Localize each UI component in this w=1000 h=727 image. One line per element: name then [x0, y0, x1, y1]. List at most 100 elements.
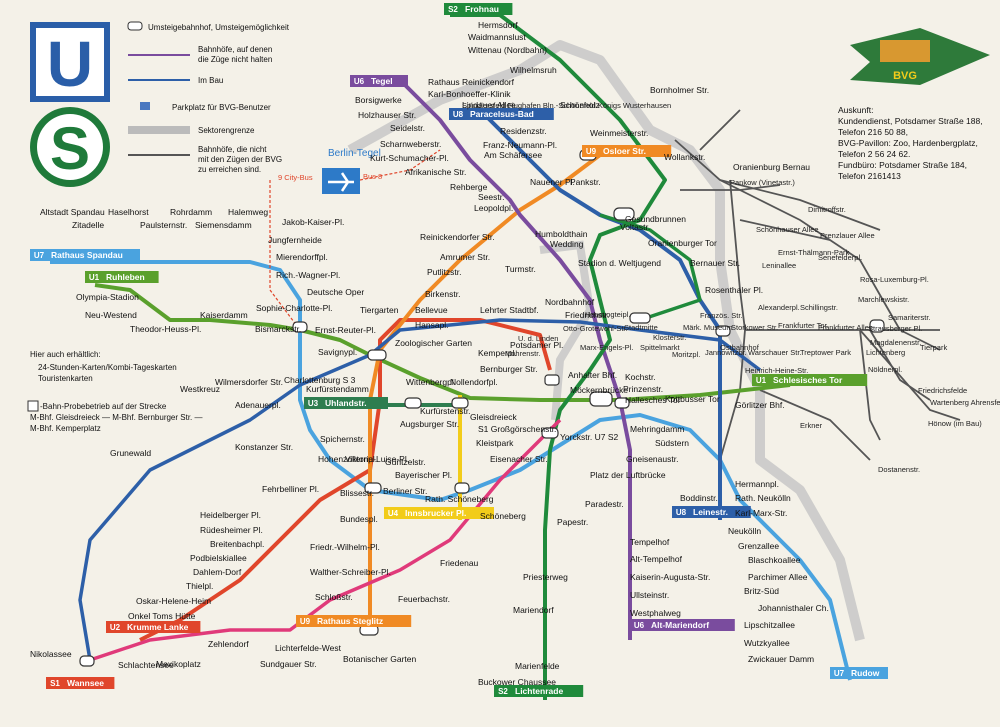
station-label: Jungfernheide: [268, 235, 322, 245]
station-label: Oranienburger Tor: [648, 238, 717, 248]
station-label: Altstadt Spandau: [40, 207, 105, 217]
station-label: Borsigwerke: [355, 95, 402, 105]
station-label: Rosa-Luxemburg-Pl.: [860, 275, 929, 284]
station-label: Südstern: [655, 438, 689, 448]
station-label: Podbielskiallee: [190, 553, 247, 563]
svg-text:Frohnau: Frohnau: [465, 4, 499, 14]
line-s-ring: [599, 213, 702, 322]
svg-text:Leinestr.: Leinestr.: [693, 507, 728, 517]
station-label: Rosenthaler Pl.: [705, 285, 763, 295]
station-label: Rathaus Reinickendorf: [428, 77, 515, 87]
station-label: Oranienburg Bernau: [733, 162, 810, 172]
station-label: Rohrdamm: [170, 207, 212, 217]
station-label: Bayerischer Pl.: [395, 470, 452, 480]
station-label: Waidmannslust: [468, 32, 526, 42]
terminal-s2-14: S2 Lichtenrade: [494, 685, 584, 697]
mbahn-l3: M-Bhf. Kemperplatz: [30, 424, 101, 433]
station-label: Rüdesheimer Pl.: [200, 525, 263, 535]
svg-text:U1: U1: [89, 273, 100, 282]
station-label: Birkenstr.: [425, 289, 460, 299]
terminal-u8-7: U8 Leinestr.: [672, 506, 751, 518]
station-label: Marx-Engels-Pl.: [580, 343, 633, 352]
line-u8: [478, 108, 722, 520]
station-label: Hermannpl.: [735, 479, 779, 489]
station-label: Prenzlauer Allee: [820, 231, 875, 240]
station-label: Hausvogteipl.: [585, 310, 630, 319]
interchanges: [79, 149, 885, 667]
station-label: Wittenbergpl.: [406, 377, 456, 387]
station-label: Kochstr.: [625, 372, 656, 382]
station-label: Westkreuz: [180, 384, 220, 394]
svg-text:U7: U7: [34, 251, 45, 260]
station-label: Feuerbachstr.: [398, 594, 450, 604]
station-label: Dimitroffstr.: [808, 205, 846, 214]
station-label: Marienfelde: [515, 661, 560, 671]
bus-line: [269, 180, 301, 331]
station-label: Reinickendorfer Str.: [420, 232, 495, 242]
station-label: Rath. Schöneberg: [425, 494, 494, 504]
station-label: Deutsche Oper: [307, 287, 364, 297]
station-label: Spittelmarkt: [640, 343, 681, 352]
station-label: Paradestr.: [585, 499, 624, 509]
station-label: Weinmeisterstr.: [590, 128, 648, 138]
station-label: Möckernbrücke: [570, 385, 628, 395]
station-label: Frankfurter Tor: [778, 321, 828, 330]
station-label: Samariterstr.: [888, 313, 931, 322]
s-logo-letter: S: [50, 115, 90, 182]
station-label: Wilhelmsruh: [510, 65, 557, 75]
station-label: Spindlersfeld Flughafen Bln.-Schönefeld …: [462, 101, 671, 110]
legend-interchange: Umsteigebahnhof, Umsteigemöglichkeit: [148, 23, 290, 32]
svg-text:U8: U8: [453, 110, 464, 119]
u-logo-letter: U: [47, 28, 93, 100]
station-label: Güntzelstr.: [385, 457, 426, 467]
station-label: Jannowitzbr.: [705, 348, 747, 357]
station-label: Schlachtensee: [118, 660, 174, 670]
station-label: Potsdamer Pl.: [510, 340, 563, 350]
station-label: Anhalter Bhf.: [568, 370, 617, 380]
svg-text:U8: U8: [676, 508, 687, 517]
station-label: Alexanderpl.: [758, 303, 800, 312]
station-label: Kottbusser Tor: [665, 394, 720, 404]
station-label: Kurfürstenstr.: [420, 406, 471, 416]
svg-text:Rudow: Rudow: [851, 668, 880, 678]
station-label: Am Schäfersee: [484, 150, 542, 160]
station-label: Wollankstr.: [664, 152, 705, 162]
station-label: Gneisenaustr.: [626, 454, 678, 464]
station-label: Schloßstr.: [315, 592, 353, 602]
station-label: Nöldnerpl.: [868, 365, 902, 374]
station-label: Adenauerpl.: [235, 400, 281, 410]
svg-text:Innsbrucker Pl.: Innsbrucker Pl.: [405, 508, 466, 518]
station-label: Bellevue: [415, 305, 448, 315]
station-label: Hallesches Tor: [625, 395, 681, 405]
station-label: Lichtenberg: [866, 348, 905, 357]
legend-skip-1: Bahnhöfe, auf denen: [198, 45, 272, 54]
station-label: Viktoria-Luise-Pl.: [345, 454, 409, 464]
svg-text:U7: U7: [834, 669, 845, 678]
line-u9: [368, 153, 602, 630]
station-label: Hohenzollernpl.: [318, 454, 377, 464]
station-label: Scharnweberstr.: [380, 139, 441, 149]
station-label: Senefelderpl.: [818, 253, 862, 262]
station-label: Gleisdreieck: [470, 412, 518, 422]
station-label: Westphalweg: [630, 608, 681, 618]
svg-text:U6: U6: [634, 621, 645, 630]
tegel-bus8: Bus 8: [363, 172, 382, 181]
station-label: Konstanzer Str.: [235, 442, 293, 452]
station-label: Ostbahnhof: [720, 343, 760, 352]
svg-text:Rathaus Steglitz: Rathaus Steglitz: [317, 616, 383, 626]
info-l3: Telefon 216 50 88,: [838, 127, 908, 137]
svg-text:Lichtenrade: Lichtenrade: [515, 686, 563, 696]
station-label: Kleistpark: [476, 438, 514, 448]
svg-text:S2: S2: [498, 687, 508, 696]
bvg-logo-text: BVG: [893, 70, 917, 82]
station-label: Marchlewskistr.: [858, 295, 909, 304]
station-label: Grunewald: [110, 448, 151, 458]
station-label: Wedding: [550, 239, 584, 249]
station-label: Wittenau (Nordbahn): [468, 45, 547, 55]
station-label: Mehringdamm: [630, 424, 684, 434]
station-label: Kurfürstendamm: [306, 384, 369, 394]
